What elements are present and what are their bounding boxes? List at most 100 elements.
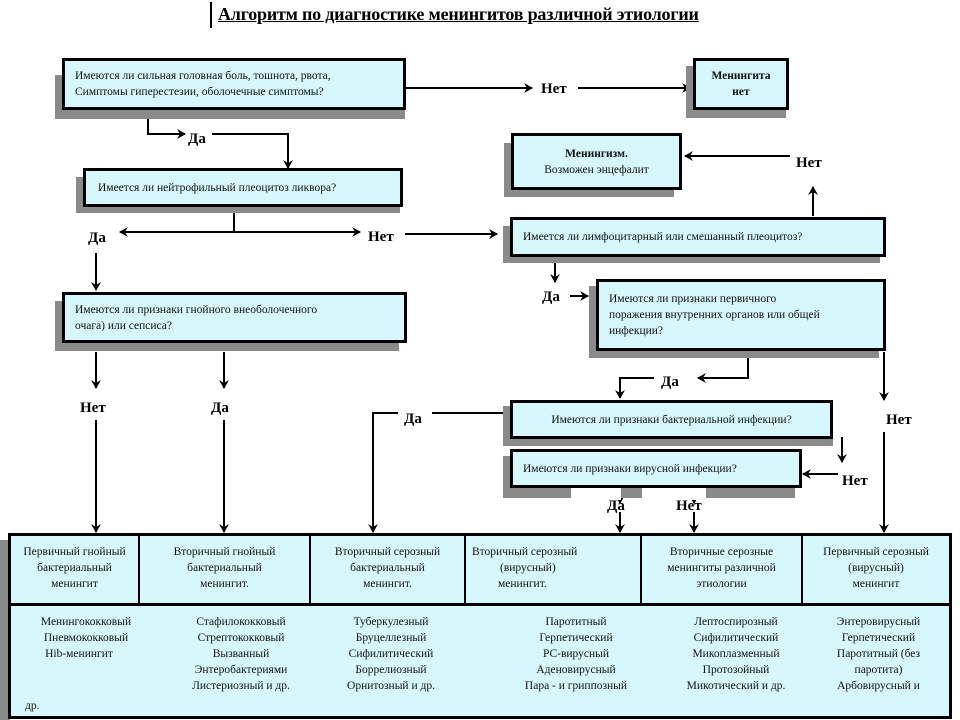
q-bacterial-line-1: Имеются ли признаки бактериальной инфекц… xyxy=(551,413,792,426)
header-line: (вирусный) xyxy=(848,562,904,574)
label-symptoms-yes: Да xyxy=(188,131,206,147)
results-body-cell: Лептоспирозный Сифилитический Микоплазме… xyxy=(661,606,811,716)
q-neutrophilic-box: Имеется ли нейтрофильный плеоцитоз ликво… xyxy=(83,168,403,207)
r-no-meningitis-line-2: нет xyxy=(732,86,750,98)
item-line: Менингококковый xyxy=(40,616,132,628)
header-line: бактериальный xyxy=(187,562,262,574)
header-line: Первичный серозный xyxy=(823,546,929,558)
item-line: Энтеровирусный xyxy=(836,616,921,628)
results-table-shadow xyxy=(0,540,10,720)
label-symptoms-no: Нет xyxy=(541,81,567,97)
q-symptoms-line-2: Симптомы гиперестезии, оболочечные симпт… xyxy=(75,86,324,98)
header-line: этиологии xyxy=(696,578,747,590)
results-header-cell: Первичный гнойный бактериальный менингит xyxy=(11,536,140,603)
header-line: Вторичные серозные xyxy=(669,546,774,558)
label-primary-yes: Да xyxy=(661,374,679,390)
item-line: Вызванный xyxy=(212,648,270,660)
item-line: Паротитный (без xyxy=(836,648,921,660)
edge-symptoms-yes-2 xyxy=(212,133,293,169)
item-line: Стрептококковый xyxy=(197,632,285,644)
q-purulent-line-1: Имеются ли признаки гнойного внеоболочеч… xyxy=(75,303,318,316)
item-line: паротита) xyxy=(854,664,903,676)
results-table-header-row: Первичный гнойный бактериальный менингит… xyxy=(11,536,949,606)
r-meningism-line-1: Менингизм. xyxy=(565,147,628,160)
q-purulent-line-2: очага) или сепсиса? xyxy=(75,319,173,332)
label-lymphocytic-no: Нет xyxy=(796,155,822,171)
header-line: Первичный гнойный xyxy=(23,546,126,558)
edge-primary-yes-2 xyxy=(615,377,654,399)
q-primary-lesion-line-1: Имеются ли признаки первичного xyxy=(609,293,777,305)
item-line: Герпетический xyxy=(841,632,916,644)
item-line: Сифилитический xyxy=(348,648,434,660)
results-body-cell: Паротитный Герпетический РС-вирусный Аде… xyxy=(501,606,651,716)
q-viral-shadow-gap-1 xyxy=(571,488,621,500)
item-line: Арбовирусный и xyxy=(837,680,920,692)
results-header-cell: Вторичный гнойный бактериальный менингит… xyxy=(140,536,311,603)
item-line: Пневмококковый xyxy=(43,632,129,644)
item-line: Микотический и др. xyxy=(686,680,786,692)
label-purulent-yes: Да xyxy=(211,400,229,416)
label-neutrophilic-yes: Да xyxy=(88,230,106,246)
q-primary-lesion-box: Имеются ли признаки первичного поражения… xyxy=(596,279,886,351)
results-body-cell: Туберкулезный Бруцеллезный Сифилитически… xyxy=(316,606,466,716)
header-line: (вирусный) xyxy=(500,562,556,574)
r-no-meningitis-box: Менингита нет xyxy=(693,58,789,110)
results-body-cell: Энтеровирусный Герпетический Паротитный … xyxy=(806,606,951,716)
results-header-cell: Вторичный серозный бактериальный менинги… xyxy=(311,536,466,603)
results-table-body-row: Менингококковый Пневмококковый Hib-менин… xyxy=(11,606,949,716)
q-lymphocytic-box: Имеется ли лимфоцитарный или смешанный п… xyxy=(510,217,886,257)
q-lymphocytic-line-1: Имеется ли лимфоцитарный или смешанный п… xyxy=(523,231,803,243)
label-primary-no: Нет xyxy=(886,412,912,428)
item-line-extra: др. xyxy=(25,700,40,712)
item-line: Туберкулезный xyxy=(353,616,429,628)
results-body-cell: Стафилококковый Стрептококковый Вызванны… xyxy=(161,606,321,716)
item-line: Протозойный xyxy=(702,664,770,676)
results-body-cell: Менингококковый Пневмококковый Hib-менин… xyxy=(11,606,161,716)
header-line: менингит. xyxy=(498,578,547,590)
q-viral-line-1: Имеются ли признаки вирусной инфекции? xyxy=(523,462,737,475)
r-meningism-line-2: Возможен энцефалит xyxy=(544,163,649,176)
header-line: Вторичный гнойный xyxy=(173,546,276,558)
q-purulent-box: Имеются ли признаки гнойного внеоболочеч… xyxy=(62,292,407,343)
results-table: Первичный гнойный бактериальный менингит… xyxy=(8,533,952,719)
q-viral-box: Имеются ли признаки вирусной инфекции? xyxy=(510,449,802,488)
diagram-title: Алгоритм по диагностике менингитов разли… xyxy=(210,2,748,28)
results-header-cell: Вторичные серозные менингиты различной э… xyxy=(642,536,803,603)
item-line: Орнитозный и др. xyxy=(347,680,435,692)
q-bacterial-box: Имеются ли признаки бактериальной инфекц… xyxy=(510,400,833,439)
header-line: менингит xyxy=(852,578,900,590)
header-line: Вторичный серозный xyxy=(472,546,578,558)
item-line: Аденовирусный xyxy=(536,664,616,676)
item-line: Боррелиозный xyxy=(355,664,427,676)
q-symptoms-line-1: Имеются ли сильная головная боль, тошнот… xyxy=(75,70,331,82)
item-line: Лептоспирозный xyxy=(694,616,778,628)
label-lymphocytic-yes: Да xyxy=(542,289,560,305)
edge-bact-yes-down xyxy=(368,412,398,533)
q-neutrophilic-line-1: Имеется ли нейтрофильный плеоцитоз ликво… xyxy=(98,181,337,194)
q-primary-lesion-line-2: поражения внутренних органов или общей xyxy=(609,309,820,321)
results-header-cell: Вторичный серозный (вирусный) менингит. xyxy=(466,536,642,603)
item-line: Микоплазменный xyxy=(692,648,780,660)
label-bacterial-yes: Да xyxy=(404,411,422,427)
header-line: Вторичный серозный xyxy=(334,546,441,558)
results-header-cell: Первичный серозный (вирусный) менингит xyxy=(803,536,949,603)
header-line: менингит. xyxy=(363,578,412,590)
label-neutrophilic-no: Нет xyxy=(368,229,394,245)
label-purulent-no: Нет xyxy=(80,400,106,416)
item-line: Энтеробактериями xyxy=(194,664,288,676)
q-primary-lesion-line-3: инфекции? xyxy=(609,325,664,337)
q-viral-shadow-gap-2 xyxy=(642,488,706,500)
label-bacterial-no: Нет xyxy=(842,473,868,489)
item-line: Герпетический xyxy=(539,632,613,644)
header-line: менингиты различной xyxy=(667,562,776,574)
header-line: бактериальный xyxy=(350,562,425,574)
header-line: менингит xyxy=(51,578,98,590)
q-symptoms-box: Имеются ли сильная головная боль, тошнот… xyxy=(62,58,406,110)
r-no-meningitis-line-1: Менингита xyxy=(711,70,771,82)
label-viral-yes: Да xyxy=(607,498,625,514)
item-line: Паротитный xyxy=(545,616,607,628)
item-line: Пара - и гриппозный xyxy=(524,680,628,692)
header-line: менингит. xyxy=(200,578,249,590)
header-line: бактериальный xyxy=(37,562,112,574)
item-line: Hib-менингит xyxy=(45,648,113,660)
